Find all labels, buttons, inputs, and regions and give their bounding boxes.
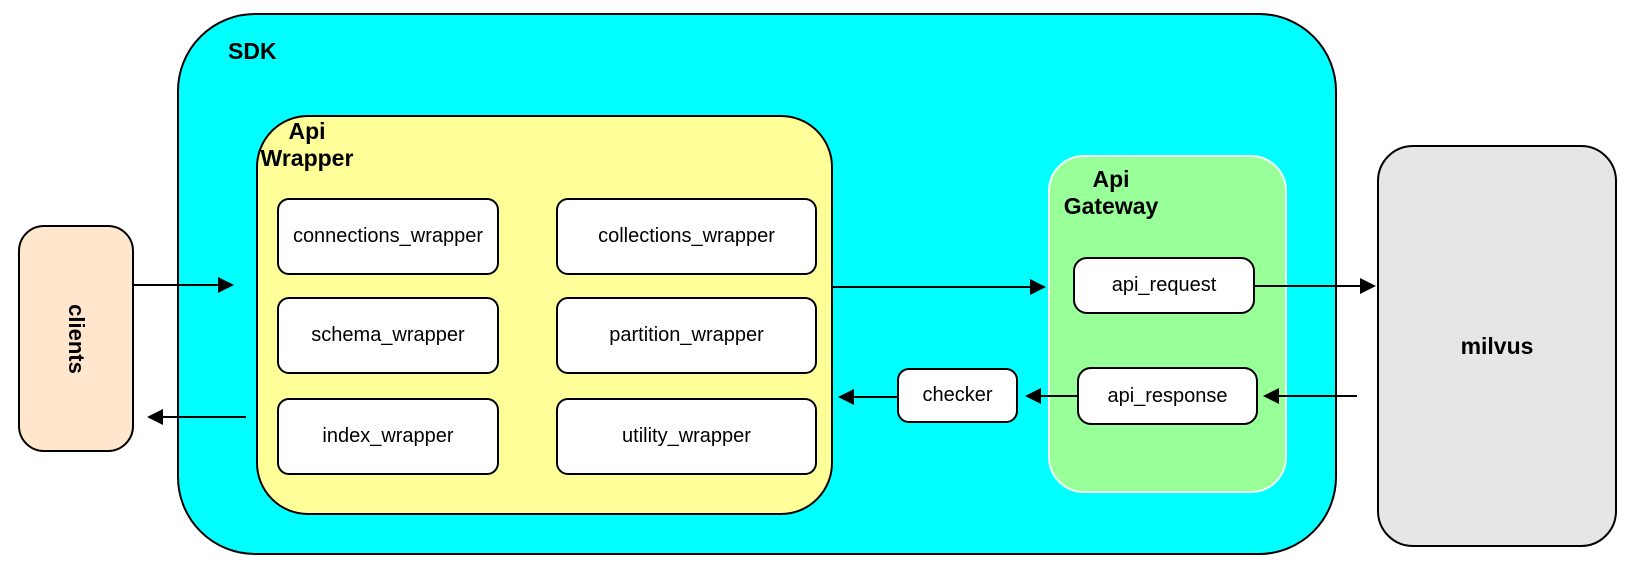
- node-schema-wrapper: schema_wrapper: [277, 297, 499, 374]
- arrow-head-left: [1263, 388, 1279, 404]
- arrow-shaft: [134, 284, 221, 286]
- node-connections-wrapper: connections_wrapper: [277, 198, 499, 275]
- api-gateway-label: Api Gateway: [1063, 166, 1159, 220]
- node-index-wrapper: index_wrapper: [277, 398, 499, 475]
- arrow-shaft: [1038, 395, 1077, 397]
- sdk-label: SDK: [228, 38, 277, 64]
- api-wrapper-label: Api Wrapper: [260, 118, 354, 172]
- clients-box: clients: [18, 225, 134, 452]
- milvus-label: milvus: [1460, 332, 1534, 359]
- node-partition-wrapper: partition_wrapper: [556, 297, 817, 374]
- milvus-box: milvus: [1377, 145, 1617, 547]
- arrow-response-to-checker: [1025, 388, 1077, 404]
- arrow-shaft: [851, 396, 897, 398]
- arrow-milvus-to-response: [1263, 388, 1357, 404]
- arrow-head-right: [1360, 278, 1376, 294]
- arrow-shaft: [1255, 285, 1363, 287]
- clients-label: clients: [63, 303, 89, 374]
- arrow-head-right: [1030, 279, 1046, 295]
- arrow-head-left: [147, 409, 163, 425]
- arrow-checker-to-wrapper: [838, 389, 897, 405]
- node-checker: checker: [897, 368, 1018, 423]
- node-api-response: api_response: [1077, 367, 1258, 425]
- arrow-sdk-to-clients: [147, 409, 246, 425]
- node-collections-wrapper: collections_wrapper: [556, 198, 817, 275]
- arrow-head-left: [1025, 388, 1041, 404]
- arrow-shaft: [1276, 395, 1357, 397]
- node-api-request: api_request: [1073, 257, 1255, 314]
- node-utility-wrapper: utility_wrapper: [556, 398, 817, 475]
- arrow-shaft: [833, 286, 1033, 288]
- arrow-shaft: [160, 416, 246, 418]
- arrow-head-left: [838, 389, 854, 405]
- arrow-clients-to-sdk: [134, 277, 234, 293]
- arrow-wrapper-to-gateway: [833, 279, 1046, 295]
- arrow-request-to-milvus: [1255, 278, 1376, 294]
- api-gateway-box: [1048, 155, 1287, 493]
- arrow-head-right: [218, 277, 234, 293]
